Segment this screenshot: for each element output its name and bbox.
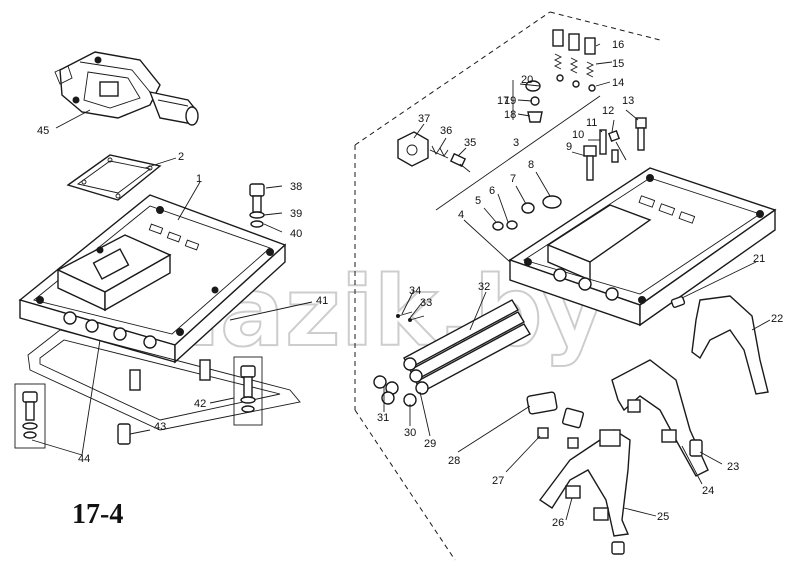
callout-39: 39	[290, 208, 302, 220]
callout-13: 13	[622, 95, 634, 107]
callout-12: 12	[602, 105, 614, 117]
shift-cover-detail	[508, 167, 777, 327]
cover-screws	[583, 117, 647, 181]
callout-5: 5	[475, 195, 481, 207]
callout-31: 31	[377, 412, 389, 424]
callout-21: 21	[753, 253, 765, 265]
dowel-pin	[117, 423, 131, 445]
callout-labels: 1 2 3 4 5 6 7 8 9 10 11 12 13 14 15 16 1…	[37, 39, 783, 529]
leader-lines	[31, 43, 771, 521]
fork-set-screw	[611, 541, 625, 555]
callout-27: 27	[492, 475, 504, 487]
callout-3: 3	[513, 137, 519, 149]
shift-fork-22	[691, 295, 769, 395]
callout-19: 19	[504, 95, 516, 107]
bolt-kit-42	[233, 356, 263, 426]
callout-24: 24	[702, 485, 714, 497]
callout-25: 25	[657, 511, 669, 523]
callout-26: 26	[552, 517, 564, 529]
cover-plugs	[492, 195, 562, 231]
plunger-set	[552, 29, 596, 92]
interlock-parts	[526, 391, 585, 449]
detail-frame	[354, 11, 661, 561]
callout-2: 2	[178, 151, 184, 163]
callout-34: 34	[409, 285, 421, 297]
shift-fork-24	[611, 359, 709, 477]
callout-40: 40	[290, 228, 302, 240]
callout-38: 38	[290, 181, 302, 193]
shift-rails	[403, 299, 531, 395]
callout-4: 4	[458, 209, 464, 221]
callout-35: 35	[464, 137, 476, 149]
lower-gasket	[27, 329, 301, 431]
callout-1: 1	[196, 173, 202, 185]
callout-30: 30	[404, 427, 416, 439]
callout-41: 41	[316, 295, 328, 307]
detent-assembly	[397, 131, 471, 173]
fork-pin	[689, 439, 703, 457]
callout-37: 37	[418, 113, 430, 125]
callout-36: 36	[440, 125, 452, 137]
shift-fork-25	[538, 429, 631, 537]
callout-17: 17	[497, 95, 509, 107]
shift-housing-assembly	[54, 51, 199, 126]
callout-10: 10	[572, 129, 584, 141]
callout-6: 6	[489, 185, 495, 197]
small-pins	[396, 311, 425, 322]
callout-45: 45	[37, 125, 49, 137]
fork-blocks	[565, 485, 609, 521]
gasket	[66, 154, 162, 201]
callout-7: 7	[510, 173, 516, 185]
callout-15: 15	[612, 58, 624, 70]
bolt-kit-44	[14, 383, 46, 449]
shift-cover	[18, 194, 287, 364]
callout-20: 20	[521, 74, 533, 86]
callout-22: 22	[771, 313, 783, 325]
callout-44: 44	[78, 453, 90, 465]
callout-28: 28	[448, 455, 460, 467]
figure-number: 17-4	[72, 499, 123, 530]
callout-18: 18	[504, 109, 516, 121]
callout-33: 33	[420, 297, 432, 309]
callout-32: 32	[478, 281, 490, 293]
callout-9: 9	[566, 141, 572, 153]
cover-bolt-set	[249, 183, 265, 228]
callout-16: 16	[612, 39, 624, 51]
callout-42: 42	[194, 398, 206, 410]
callout-43: 43	[154, 421, 166, 433]
rail-seals	[373, 375, 417, 407]
callout-8: 8	[528, 159, 534, 171]
callout-11: 11	[586, 117, 597, 129]
callout-14: 14	[612, 77, 624, 89]
callout-29: 29	[424, 438, 436, 450]
fork-screw	[670, 296, 686, 308]
callout-23: 23	[727, 461, 739, 473]
